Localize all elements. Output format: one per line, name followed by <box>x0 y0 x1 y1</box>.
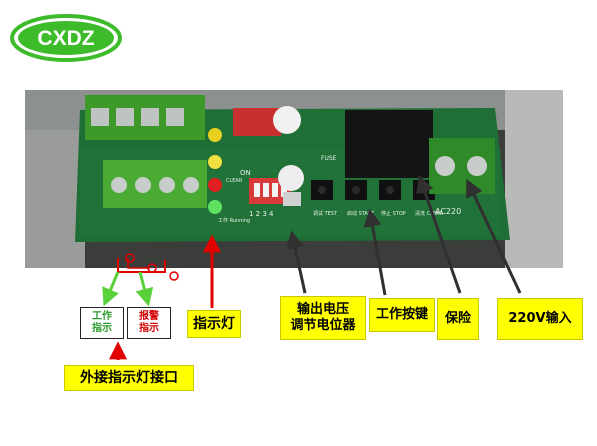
svg-text:工作 Running: 工作 Running <box>218 217 250 224</box>
indicator-light-label: 指示灯 <box>187 310 241 338</box>
fuse-label: 保险 <box>437 298 479 340</box>
indicator-terminal-block <box>103 160 207 208</box>
controller-board-photo: ON CLEAR 1 2 3 4 工作 Running FUSE 调试 TEST… <box>25 90 563 268</box>
svg-text:1 2 3 4: 1 2 3 4 <box>249 210 274 218</box>
svg-text:启动 START: 启动 START <box>347 210 375 217</box>
top-potentiometer <box>273 106 301 134</box>
relay <box>345 110 433 178</box>
svg-text:调试 TEST: 调试 TEST <box>313 210 338 217</box>
svg-text:AC220: AC220 <box>435 207 461 216</box>
top-terminal-block <box>85 95 205 140</box>
work-button-label: 工作按键 <box>369 298 435 332</box>
svg-text:FUSE: FUSE <box>321 155 337 162</box>
logo-text: CXDZ <box>37 27 94 50</box>
voltage-pot-label: 输出电压 调节电位器 <box>280 296 366 340</box>
output-potentiometer <box>278 165 304 191</box>
svg-text:停止 STOP: 停止 STOP <box>381 210 406 217</box>
svg-text:ON: ON <box>240 169 251 177</box>
alarm-indicator-box: 报警 指示 <box>127 307 171 339</box>
red-component <box>233 108 281 136</box>
work-indicator-box: 工作 指示 <box>80 307 124 339</box>
led-column <box>208 128 222 214</box>
cxdz-logo: CXDZ <box>10 14 122 62</box>
svg-text:CLEAR: CLEAR <box>226 178 243 184</box>
input-220v-label: 220V输入 <box>497 298 583 340</box>
external-port-label: 外接指示灯接口 <box>64 365 194 391</box>
